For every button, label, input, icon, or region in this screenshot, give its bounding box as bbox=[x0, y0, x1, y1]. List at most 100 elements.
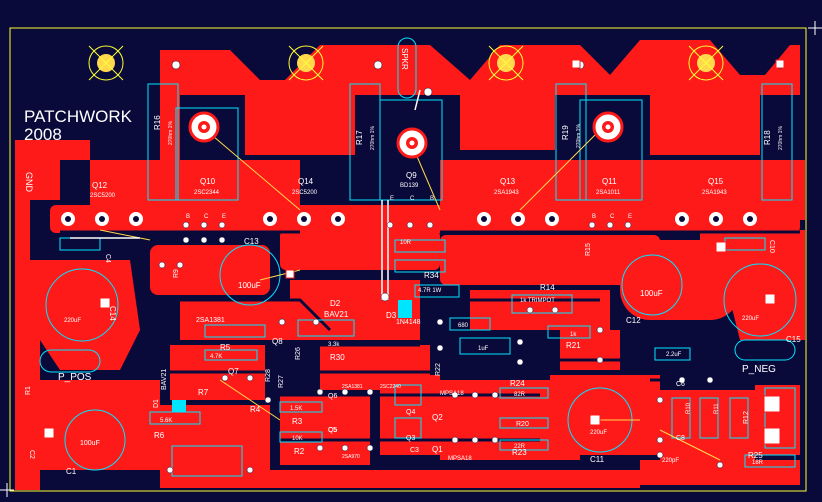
label-p-neg: P_NEG bbox=[742, 364, 776, 375]
label-c15-val: 220uF bbox=[742, 316, 759, 322]
label-q13-part: 2SA1943 bbox=[494, 190, 519, 196]
label-r16-val: 270hm 1% bbox=[168, 121, 174, 145]
label-q7: Q7 bbox=[228, 367, 239, 376]
value-3k: 3.3k bbox=[328, 342, 340, 348]
mount-hole-icon bbox=[88, 45, 124, 81]
label-q6: Q6 bbox=[328, 393, 337, 400]
label-r23: R23 bbox=[512, 448, 527, 457]
label-c10: C10 bbox=[768, 240, 775, 253]
label-c12: C12 bbox=[626, 316, 641, 325]
pin-e: E bbox=[390, 196, 394, 202]
label-r25: R25 bbox=[748, 451, 763, 460]
label-r24: R24 bbox=[510, 379, 525, 388]
label-q2: Q2 bbox=[432, 413, 443, 422]
label-r17: R17 bbox=[355, 130, 364, 145]
label-d3: D3 bbox=[386, 311, 397, 320]
label-q11-part: 2SA1011 bbox=[596, 190, 621, 196]
label-c1: C1 bbox=[66, 467, 77, 476]
label-q8: Q8 bbox=[272, 337, 283, 346]
label-q10: Q10 bbox=[200, 177, 216, 186]
label-r12: R12 bbox=[743, 411, 750, 424]
label-r19: R19 bbox=[561, 125, 570, 140]
pin-e: E bbox=[628, 214, 632, 220]
label-gnd: GND bbox=[24, 172, 34, 193]
mount-hole-icon bbox=[488, 45, 524, 81]
label-r18-val: 270hm 1% bbox=[778, 126, 784, 150]
pin-e: E bbox=[222, 214, 226, 220]
label-r2: R2 bbox=[294, 447, 305, 456]
label-r34: R34 bbox=[424, 271, 439, 280]
value-680: 680 bbox=[458, 323, 469, 329]
label-q1: Q1 bbox=[432, 445, 443, 454]
pin-c: C bbox=[610, 214, 615, 220]
cap-c1 bbox=[64, 409, 126, 471]
label-r14-val: 1k TRIMPOT bbox=[520, 298, 555, 304]
label-c6-val: 2.2uF bbox=[666, 352, 682, 358]
board-edge bbox=[9, 27, 807, 492]
label-c14: C14 bbox=[108, 306, 117, 321]
corner-markers bbox=[0, 21, 822, 497]
label-d2-part: BAV21 bbox=[324, 310, 349, 319]
mount-hole-icon bbox=[288, 45, 324, 81]
label-c6: C6 bbox=[676, 381, 685, 388]
label-c4: C4 bbox=[104, 254, 111, 263]
label-c11-val: 220uF bbox=[590, 430, 607, 436]
label-r34-val: 4.7R 1W bbox=[418, 288, 442, 294]
jumper-wires bbox=[70, 89, 421, 300]
value-22r: 22R bbox=[514, 444, 526, 450]
label-c12-val: 100uF bbox=[640, 289, 663, 298]
label-c11: C11 bbox=[590, 455, 605, 464]
label-r3: R3 bbox=[292, 417, 303, 426]
label-c8-val: 220pF bbox=[662, 458, 679, 464]
label-c3: C3 bbox=[410, 447, 419, 454]
label-r26: R26 bbox=[295, 347, 302, 360]
label-q13: Q13 bbox=[500, 177, 516, 186]
label-d2: D2 bbox=[330, 299, 341, 308]
mounting-holes bbox=[88, 45, 724, 81]
label-r6: R6 bbox=[154, 431, 165, 440]
label-c8: C8 bbox=[676, 435, 685, 442]
label-q15: Q15 bbox=[708, 177, 724, 186]
pads bbox=[43, 59, 785, 474]
label-q4-part: 2SC2240 bbox=[380, 384, 401, 390]
cap-c12 bbox=[621, 254, 683, 316]
label-r27: R27 bbox=[278, 375, 285, 388]
copper-layer bbox=[15, 40, 805, 490]
label-r15: R15 bbox=[585, 243, 592, 256]
label-q10-part: 2SC2344 bbox=[194, 190, 220, 196]
value-1k5: 1.5K bbox=[290, 406, 302, 412]
label-r9: R9 bbox=[173, 269, 180, 278]
label-r17-val: 270hm 1% bbox=[370, 126, 376, 150]
label-r11: R11 bbox=[714, 403, 720, 414]
component-outlines bbox=[39, 37, 797, 477]
value-10r: 10R bbox=[400, 240, 412, 246]
pin-b: B bbox=[430, 196, 434, 202]
cap-c14 bbox=[45, 268, 119, 342]
board-year: 2008 bbox=[24, 125, 62, 144]
label-c1-val: 100uF bbox=[80, 440, 100, 447]
label-q6-part: 2SA1381 bbox=[342, 384, 363, 390]
label-q1-part: MPSA18 bbox=[448, 456, 472, 462]
label-d1: D1 bbox=[153, 399, 160, 408]
label-q14-part: 2SC5200 bbox=[292, 190, 318, 196]
label-r22: R22 bbox=[435, 363, 442, 376]
label-q12-part: 2SC5200 bbox=[90, 193, 116, 199]
pin-b: B bbox=[186, 214, 190, 220]
label-r5: R5 bbox=[220, 343, 231, 352]
label-c13-val: 100uF bbox=[238, 281, 261, 290]
label-r21: R21 bbox=[566, 341, 581, 350]
silkscreen: PATCHWORK 2008 GND SPKR P_POS P_NEG Q12 … bbox=[24, 48, 801, 476]
cap-c15 bbox=[723, 263, 797, 337]
label-r7: R7 bbox=[198, 388, 209, 397]
label-q12: Q12 bbox=[92, 181, 108, 190]
label-q15-part: 2SA1943 bbox=[702, 190, 727, 196]
label-r4: R4 bbox=[250, 405, 261, 414]
label-r1: R1 bbox=[25, 386, 32, 395]
value-1uf: 1uF bbox=[478, 346, 489, 352]
label-r18: R18 bbox=[763, 130, 772, 145]
label-c2: C2 bbox=[28, 450, 35, 459]
label-q4: Q4 bbox=[406, 409, 415, 416]
label-q9: Q9 bbox=[406, 171, 417, 180]
label-q3: Q3 bbox=[406, 435, 415, 442]
